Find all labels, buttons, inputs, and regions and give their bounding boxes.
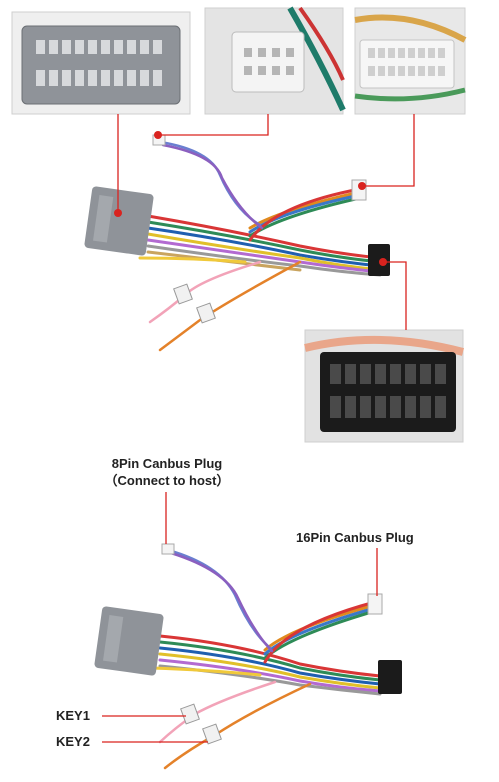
bottom-key-tags <box>180 703 222 745</box>
bottom-harness-wires <box>150 548 382 770</box>
photo-white-16pin <box>354 7 467 115</box>
label-16pin-canbus-plug: 16Pin Canbus Plug <box>296 530 414 545</box>
photo-gray-connector <box>11 11 191 115</box>
bottom-gray-connector <box>94 606 164 676</box>
bottom-white-8pin-plug <box>161 543 175 555</box>
photo-white-8pin <box>204 6 346 115</box>
top-harness-wires <box>138 140 382 352</box>
top-key-tags <box>173 283 216 324</box>
label-key2: KEY2 <box>56 734 90 749</box>
top-black-connector <box>368 244 390 276</box>
label-8pin-canbus-plug: 8Pin Canbus Plug <box>111 456 223 471</box>
bottom-white-16pin-plug <box>367 593 383 615</box>
top-gray-connector <box>84 186 154 256</box>
label-connect-to-host: （Connect to host） <box>104 473 230 488</box>
photo-black-connector <box>304 329 465 443</box>
bottom-black-connector <box>378 660 402 694</box>
top-callout-dots <box>114 131 387 266</box>
bottom-callouts <box>102 492 378 743</box>
top-callouts <box>117 114 415 330</box>
label-key1: KEY1 <box>56 708 90 723</box>
